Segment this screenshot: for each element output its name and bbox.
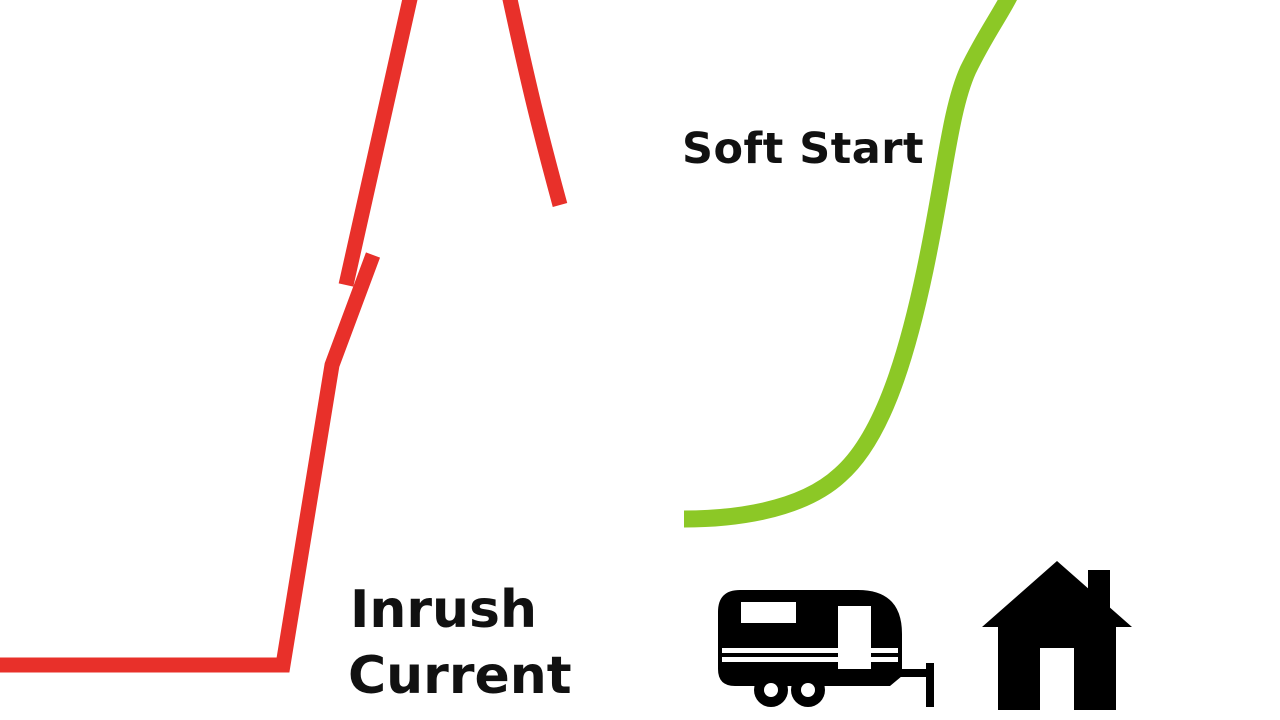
caravan-icon: [718, 590, 934, 707]
inrush-label-line2: Current: [348, 646, 572, 706]
inrush-label-line1: Inrush: [350, 580, 538, 640]
soft-start-label: Soft Start: [682, 124, 925, 174]
house-icon: [982, 561, 1132, 710]
inrush-curve-falling-segment: [502, 0, 568, 207]
inrush-curve-lower-segment: [0, 252, 381, 673]
inrush-curve-upper-segment: [338, 0, 418, 287]
soft-start-curve: [683, 0, 1017, 528]
inrush-current-curve: [0, 0, 568, 673]
